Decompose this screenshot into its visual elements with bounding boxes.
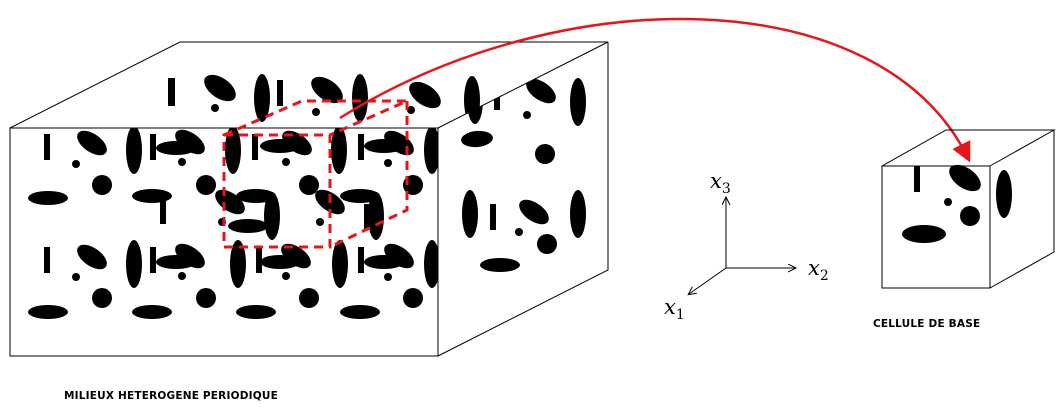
base-cell-outline <box>881 129 1056 289</box>
periodic-medium-caption: MILIEUX HETEROGENE PERIODIQUE <box>64 390 278 402</box>
block-outline <box>9 41 609 357</box>
base-cell-cube <box>881 129 1056 289</box>
base-cell-caption: CELLULE DE BASE <box>873 318 981 330</box>
axis-x3-label: x3 <box>710 169 731 197</box>
inclusions-top <box>168 74 480 124</box>
axis-x1-line <box>689 267 727 294</box>
axis-x1-label: x1 <box>664 295 685 323</box>
inclusions-side <box>461 76 586 272</box>
highlighted-cell <box>222 99 409 249</box>
zoom-arrow <box>339 17 971 163</box>
inclusions-front <box>28 128 438 319</box>
base-cell-inclusions <box>902 164 1012 243</box>
axes-triad <box>689 198 795 294</box>
axis-x2-label: x2 <box>808 256 829 284</box>
periodic-medium-block <box>9 41 609 357</box>
